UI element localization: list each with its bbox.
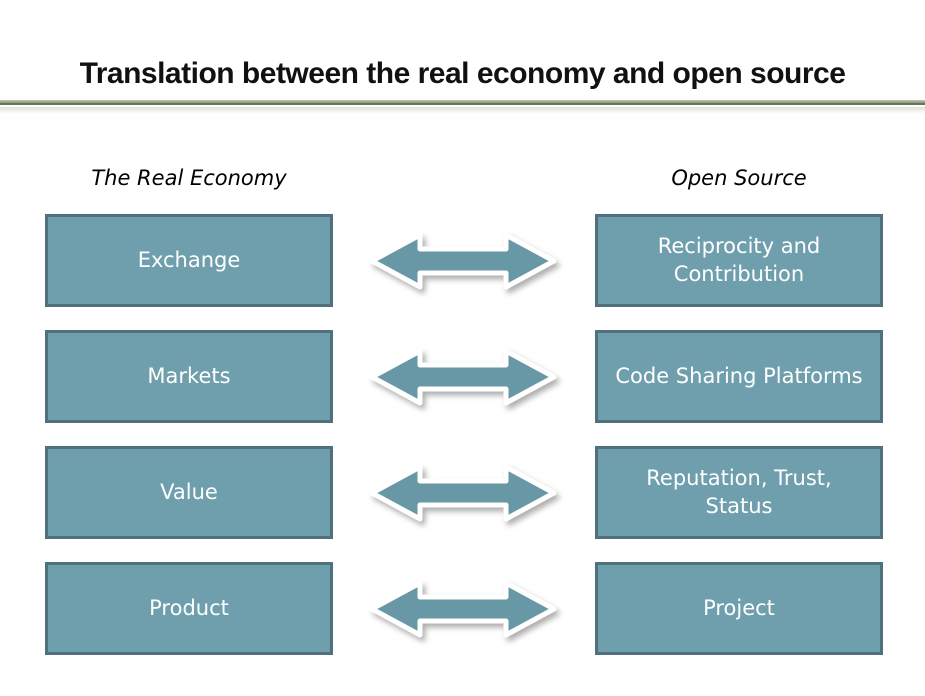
box-label: Project — [703, 595, 775, 620]
box-label: Exchange — [137, 247, 241, 272]
double-arrow-icon — [368, 576, 558, 642]
box-product: Product — [45, 562, 333, 655]
page-title: Translation between the real economy and… — [79, 57, 846, 90]
double-arrow-icon — [368, 344, 558, 410]
box-project: Project — [595, 562, 883, 655]
box-exchange: Exchange — [45, 214, 333, 307]
box-label: Value — [160, 479, 218, 504]
title-divider — [0, 100, 925, 114]
box-label: Reputation, Trust, Status — [646, 465, 832, 518]
column-header-real-economy: The Real Economy — [91, 166, 287, 190]
box-value: Value — [45, 446, 333, 539]
double-arrow-icon — [368, 460, 558, 526]
box-label: Code Sharing Platforms — [615, 363, 863, 388]
box-label: Reciprocity and Contribution — [657, 233, 821, 286]
box-label: Product — [149, 595, 229, 620]
box-reputation-trust-status: Reputation, Trust, Status — [595, 446, 883, 539]
box-label: Markets — [147, 363, 231, 388]
column-header-open-source: Open Source — [671, 166, 807, 190]
box-code-sharing-platforms: Code Sharing Platforms — [595, 330, 883, 423]
box-reciprocity-contribution: Reciprocity and Contribution — [595, 214, 883, 307]
box-markets: Markets — [45, 330, 333, 423]
double-arrow-icon — [368, 228, 558, 294]
